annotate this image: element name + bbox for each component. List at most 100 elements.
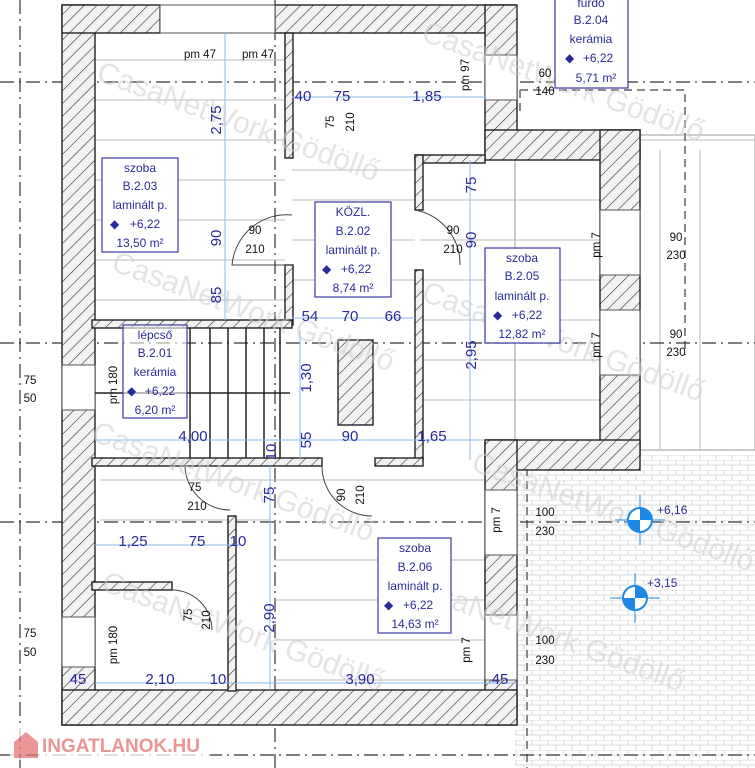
svg-text:230: 230 xyxy=(666,250,685,262)
svg-text:75: 75 xyxy=(325,116,337,129)
svg-text:kerámia: kerámia xyxy=(134,365,177,379)
svg-text:230: 230 xyxy=(666,347,685,359)
svg-text:210: 210 xyxy=(245,244,264,256)
svg-text:1,65: 1,65 xyxy=(417,428,446,445)
svg-text:75: 75 xyxy=(189,482,202,494)
svg-text:fürdő: fürdő xyxy=(577,0,605,10)
level-icon: ◆ xyxy=(493,308,503,322)
svg-text:szoba: szoba xyxy=(399,541,431,555)
svg-text:pm 7: pm 7 xyxy=(491,507,503,533)
dimension-labels: 40 75 1,85 2,75 90 85 54 70 66 1,30 2,95… xyxy=(70,88,509,688)
svg-text:90: 90 xyxy=(447,225,460,237)
svg-text:45: 45 xyxy=(70,671,87,688)
svg-text:100: 100 xyxy=(535,507,554,519)
svg-text:45: 45 xyxy=(492,671,509,688)
svg-text:90: 90 xyxy=(670,232,683,244)
svg-text:230: 230 xyxy=(535,526,554,538)
svg-text:75: 75 xyxy=(261,487,278,504)
svg-text:75: 75 xyxy=(24,375,37,387)
svg-text:laminált p.: laminált p. xyxy=(113,198,168,212)
svg-text:2,10: 2,10 xyxy=(145,671,174,688)
level-marker-lower: +3,15 xyxy=(610,573,678,623)
room-label-b203: szoba B.2.03 laminált p. ◆ +6,22 13,50 m… xyxy=(101,157,179,253)
svg-text:2,75: 2,75 xyxy=(208,105,225,134)
level-marker-terrace: +6,16 xyxy=(615,495,688,545)
room-label-b206: szoba B.2.06 laminált p. ◆ +6,22 14,63 m… xyxy=(377,537,452,634)
svg-text:5,71 m²: 5,71 m² xyxy=(576,71,617,85)
staircase xyxy=(95,328,290,458)
windows xyxy=(61,4,641,681)
svg-text:pm 7: pm 7 xyxy=(591,232,603,258)
svg-text:50: 50 xyxy=(24,647,37,659)
svg-text:55: 55 xyxy=(298,432,315,449)
door-swings xyxy=(171,209,461,631)
svg-text:lépcső: lépcső xyxy=(138,328,173,342)
svg-text:75: 75 xyxy=(463,177,480,194)
svg-text:pm 47: pm 47 xyxy=(184,49,216,61)
svg-text:laminált p.: laminált p. xyxy=(388,579,443,593)
svg-text:+6,16: +6,16 xyxy=(657,503,688,517)
svg-text:90: 90 xyxy=(249,225,262,237)
svg-text:210: 210 xyxy=(355,485,367,504)
svg-text:+6,22: +6,22 xyxy=(130,217,161,231)
svg-text:2,95: 2,95 xyxy=(463,340,480,369)
svg-text:1,30: 1,30 xyxy=(298,363,315,392)
room-label-b201: lépcső B.2.01 kerámia ◆ +6,22 6,20 m² xyxy=(122,324,188,419)
svg-text:75: 75 xyxy=(183,609,195,622)
svg-text:90: 90 xyxy=(342,428,359,445)
svg-text:B.2.06: B.2.06 xyxy=(398,560,433,574)
svg-text:90: 90 xyxy=(670,329,683,341)
svg-text:66: 66 xyxy=(385,308,402,325)
level-icon: ◆ xyxy=(127,384,137,398)
svg-text:8,74 m²: 8,74 m² xyxy=(333,281,374,295)
svg-text:pm 180: pm 180 xyxy=(108,366,120,404)
svg-text:14,63 m²: 14,63 m² xyxy=(391,617,438,631)
svg-text:INGATLANOK.HU: INGATLANOK.HU xyxy=(42,736,200,757)
svg-text:90: 90 xyxy=(463,232,480,249)
svg-text:pm 47: pm 47 xyxy=(242,49,274,61)
svg-text:40: 40 xyxy=(295,88,312,105)
svg-text:4,00: 4,00 xyxy=(178,428,207,445)
svg-text:B.2.05: B.2.05 xyxy=(505,269,540,283)
svg-text:54: 54 xyxy=(302,308,319,325)
svg-text:pm 7: pm 7 xyxy=(461,637,473,663)
svg-text:230: 230 xyxy=(535,655,554,667)
svg-text:szoba: szoba xyxy=(506,251,538,265)
svg-text:+6,22: +6,22 xyxy=(341,262,372,276)
svg-text:100: 100 xyxy=(535,635,554,647)
svg-text:+6,22: +6,22 xyxy=(512,308,543,322)
svg-text:3,90: 3,90 xyxy=(345,671,374,688)
svg-text:kerámia: kerámia xyxy=(570,32,613,46)
svg-text:+6,22: +6,22 xyxy=(403,598,434,612)
dimension-lines xyxy=(95,33,517,690)
svg-text:10: 10 xyxy=(210,671,227,688)
svg-text:1,25: 1,25 xyxy=(118,533,147,550)
svg-text:2,90: 2,90 xyxy=(261,603,278,632)
svg-text:210: 210 xyxy=(201,610,213,629)
svg-text:10: 10 xyxy=(230,533,247,550)
svg-text:60: 60 xyxy=(539,68,552,80)
svg-text:210: 210 xyxy=(187,501,206,513)
svg-text:1,85: 1,85 xyxy=(412,88,441,105)
svg-text:75: 75 xyxy=(24,628,37,640)
room-label-b204: fürdő B.2.04 kerámia +6,22 ◆ 5,71 m² xyxy=(554,0,629,89)
svg-text:75: 75 xyxy=(334,88,351,105)
svg-text:210: 210 xyxy=(345,112,357,131)
room-label-b205: szoba B.2.05 laminált p. ◆ +6,22 12,82 m… xyxy=(484,247,561,344)
opening-labels: pm 47 pm 47 pm 97 60 140 75 210 90 210 9… xyxy=(24,49,686,667)
svg-text:6,20 m²: 6,20 m² xyxy=(135,403,176,417)
svg-text:pm 180: pm 180 xyxy=(108,626,120,664)
site-logo: INGATLANOK.HU xyxy=(10,728,210,760)
svg-text:+6,22: +6,22 xyxy=(583,51,614,65)
svg-text:50: 50 xyxy=(24,393,37,405)
svg-text:+3,15: +3,15 xyxy=(647,576,678,590)
svg-text:B.2.01: B.2.01 xyxy=(138,346,173,360)
svg-text:B.2.03: B.2.03 xyxy=(123,179,158,193)
svg-text:70: 70 xyxy=(342,308,359,325)
svg-text:laminált p.: laminált p. xyxy=(326,243,381,257)
svg-text:210: 210 xyxy=(443,244,462,256)
level-icon: ◆ xyxy=(384,598,394,612)
svg-text:laminált p.: laminált p. xyxy=(495,289,550,303)
svg-text:10: 10 xyxy=(263,444,280,461)
